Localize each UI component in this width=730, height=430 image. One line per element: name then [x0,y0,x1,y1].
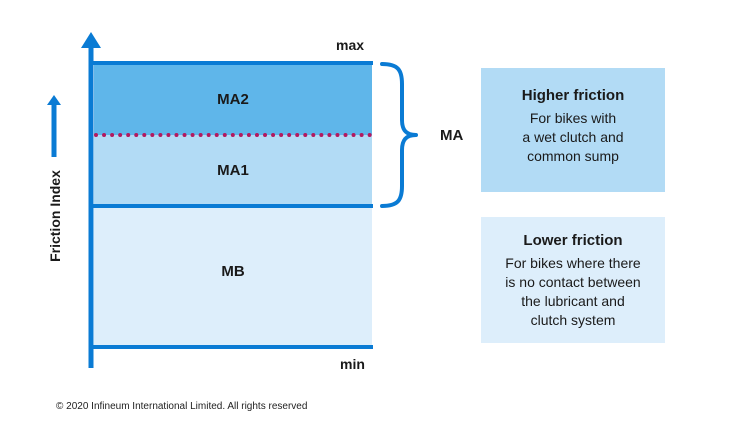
friction-index-arrow [47,95,61,157]
copyright-footer: © 2020 Infineum International Limited. A… [56,401,308,412]
higher-friction-box: Higher friction For bikes with a wet clu… [481,68,665,192]
max-line [89,61,373,65]
lower-friction-description: For bikes where there is no contact betw… [505,255,641,328]
lower-friction-box: Lower friction For bikes where there is … [481,217,665,343]
band-mb: MB [94,206,372,346]
band-ma1-label: MA1 [217,162,249,179]
band-ma2: MA2 [94,64,372,135]
band-ma1: MA1 [94,135,372,206]
friction-index-label: Friction Index [47,170,63,262]
vertical-axis-arrow [81,32,101,368]
higher-friction-title: Higher friction [521,87,625,104]
ma-mb-boundary-line [89,204,373,208]
min-line [89,345,373,349]
ma-divider-line [94,133,372,137]
min-label: min [340,356,365,372]
band-ma2-label: MA2 [217,91,249,108]
ma-brace [380,62,420,208]
lower-friction-title: Lower friction [523,232,623,249]
ma-brace-label: MA [440,127,464,144]
higher-friction-description: For bikes with a wet clutch and common s… [522,110,624,164]
band-mb-label: MB [221,263,245,280]
max-label: max [336,37,365,53]
